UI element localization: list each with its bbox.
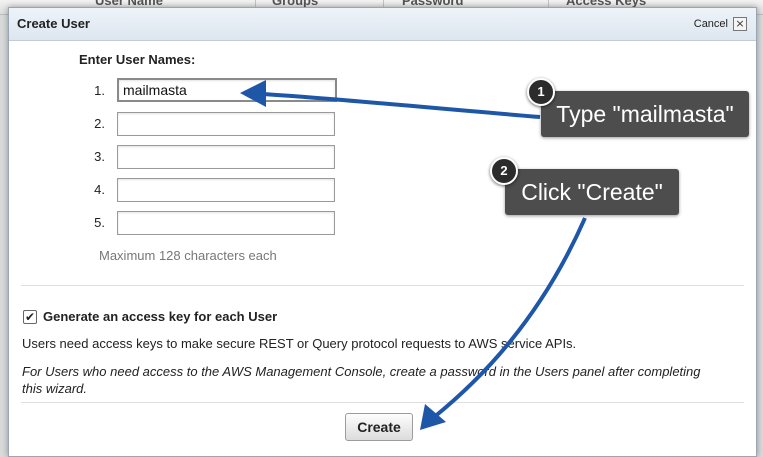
section-divider bbox=[21, 285, 744, 286]
row-number-1: 1. bbox=[94, 83, 105, 98]
user-name-input-3[interactable] bbox=[117, 145, 335, 169]
user-name-input-2[interactable] bbox=[117, 112, 335, 136]
column-header-user-name: User Name bbox=[95, 0, 163, 8]
step1-badge: 1 bbox=[527, 78, 555, 106]
row-number-4: 4. bbox=[94, 182, 105, 197]
dialog-titlebar: Create User Cancel × bbox=[9, 8, 756, 41]
access-key-label: Generate an access key for each User bbox=[43, 309, 278, 324]
column-header-groups: Groups bbox=[272, 0, 319, 8]
step2-callout-text: Click "Create" bbox=[521, 179, 663, 205]
enter-user-names-label: Enter User Names: bbox=[79, 52, 196, 67]
create-user-dialog: Create User Cancel × Enter User Names: 1… bbox=[8, 7, 757, 457]
close-icon[interactable]: × bbox=[733, 17, 747, 31]
access-key-checkbox[interactable]: ✔ bbox=[23, 310, 37, 324]
row-number-3: 3. bbox=[94, 149, 105, 164]
step1-callout-text: Type "mailmasta" bbox=[556, 101, 734, 127]
dialog-title: Create User bbox=[17, 16, 90, 31]
user-name-input-5[interactable] bbox=[117, 211, 335, 235]
cancel-link[interactable]: Cancel bbox=[693, 18, 728, 30]
max-characters-hint: Maximum 128 characters each bbox=[99, 248, 277, 263]
step1-callout: Type "mailmasta" bbox=[541, 91, 749, 137]
row-number-2: 2. bbox=[94, 116, 105, 131]
column-header-password: Password bbox=[402, 0, 464, 8]
footer-divider bbox=[21, 402, 744, 403]
step2-badge: 2 bbox=[490, 157, 518, 185]
step2-callout: Click "Create" bbox=[505, 169, 679, 215]
create-button[interactable]: Create bbox=[345, 413, 413, 441]
access-key-info-text: Users need access keys to make secure RE… bbox=[22, 336, 577, 351]
user-name-input-4[interactable] bbox=[117, 178, 335, 202]
row-number-5: 5. bbox=[94, 215, 105, 230]
column-header-access-keys: Access Keys bbox=[566, 0, 647, 8]
console-password-note: For Users who need access to the AWS Man… bbox=[22, 364, 701, 396]
user-name-input-1[interactable] bbox=[117, 78, 337, 102]
